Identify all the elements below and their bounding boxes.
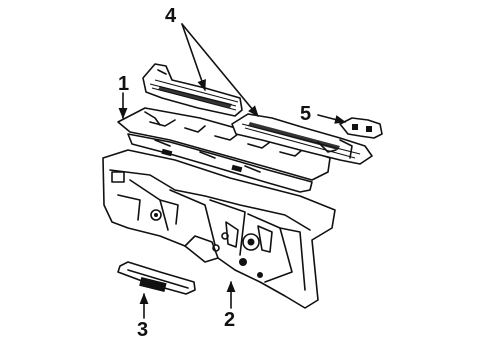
leader-4b — [181, 23, 259, 117]
vent-grille-left — [142, 63, 243, 117]
callout-1: 1 — [118, 73, 129, 95]
callout-5: 5 — [300, 103, 311, 125]
vent-grille-right — [231, 113, 373, 165]
callout-4: 4 — [165, 5, 177, 27]
bracket-part — [339, 117, 383, 139]
callout-labels: 1 2 3 4 5 — [118, 5, 311, 341]
callout-3: 3 — [137, 319, 148, 341]
dash-panel — [102, 149, 336, 309]
leader-5 — [317, 114, 347, 124]
leader-4a — [181, 23, 206, 92]
callout-2: 2 — [224, 309, 235, 331]
shield-part — [117, 261, 196, 295]
leader-lines — [118, 23, 347, 319]
cowl-panel — [117, 107, 331, 193]
